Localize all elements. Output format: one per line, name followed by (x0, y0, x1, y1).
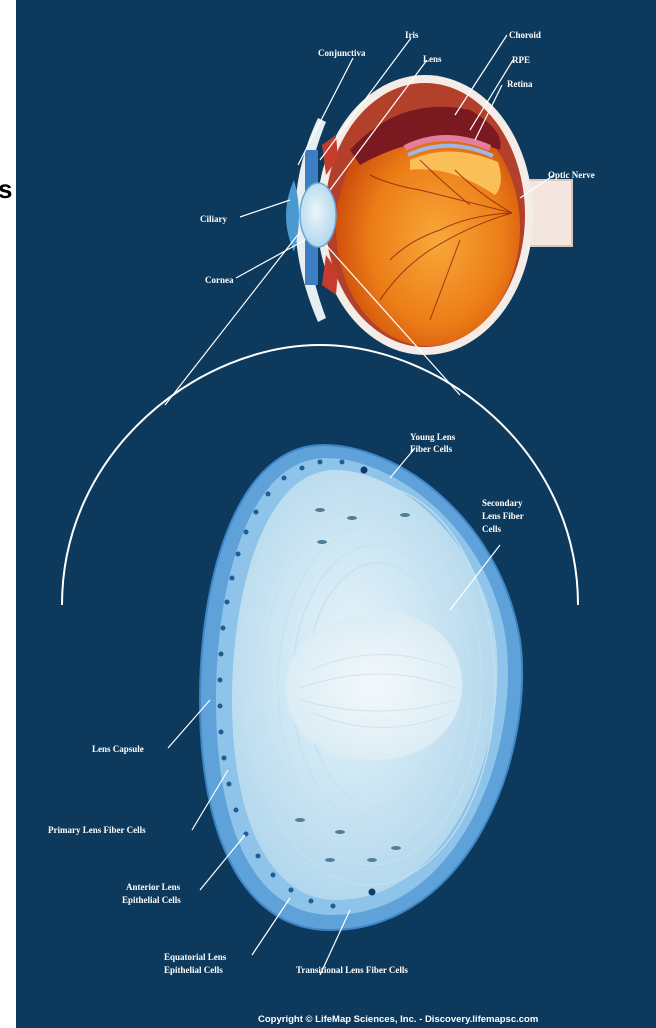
lens-nucleus (286, 612, 462, 760)
label-rpe: RPE (512, 55, 530, 65)
stray-character: s (0, 174, 12, 204)
label-equatorial-epithelial-line2: Epithelial Cells (164, 965, 223, 975)
crystalline-lens (300, 183, 336, 247)
label-anterior-epithelial-line2: Epithelial Cells (122, 895, 181, 905)
label-lens-capsule: Lens Capsule (92, 744, 144, 754)
label-retina: Retina (507, 79, 533, 89)
label-conjunctiva: Conjunctiva (318, 48, 366, 58)
label-secondary-fibers-line3: Cells (482, 524, 501, 534)
label-ciliary-body: Ciliary (200, 214, 227, 224)
label-iris: Iris (405, 30, 419, 40)
label-optic-nerve: Optic Nerve (548, 170, 595, 180)
label-anterior-epithelial-line1: Anterior Lens (126, 882, 181, 892)
label-young-fibers-line1: Young Lens (410, 432, 456, 442)
label-lens: Lens (423, 54, 442, 64)
label-secondary-fibers-line2: Lens Fiber (482, 511, 524, 521)
label-equatorial-epithelial-line1: Equatorial Lens (164, 952, 227, 962)
label-transitional-fibers: Transitional Lens Fiber Cells (296, 965, 408, 975)
label-young-fibers-line2: Fiber Cells (410, 444, 453, 454)
label-choroid: Choroid (509, 30, 541, 40)
copyright-notice: Copyright © LifeMap Sciences, Inc. - Dis… (258, 1014, 538, 1025)
label-cornea: Cornea (205, 275, 234, 285)
label-secondary-fibers-line1: Secondary (482, 498, 523, 508)
label-primary-fibers: Primary Lens Fiber Cells (48, 825, 146, 835)
